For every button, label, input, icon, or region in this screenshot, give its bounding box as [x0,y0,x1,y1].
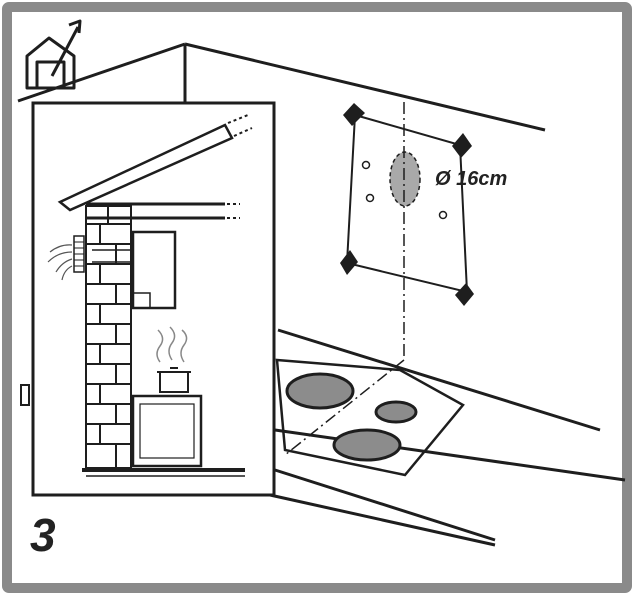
burner-large [285,372,355,410]
cross-section-inset [31,101,276,497]
hob [275,358,465,477]
hob-centre-line [284,359,405,456]
vent-hole-marker [389,151,421,207]
base-cabinet [131,394,203,468]
house-vent-icon [25,19,82,90]
pot [157,367,191,393]
steam [156,326,188,363]
burner-small [374,400,418,424]
worktop-edges [269,328,626,547]
step-number: 3 [30,509,56,561]
burner-medium [332,428,402,462]
wall-cabinet [131,230,177,310]
exhaust-airflow [47,244,73,281]
vent-diameter-label: Ø 16cm [435,168,508,190]
wall-fitting [20,384,30,406]
drilling-template [340,103,474,306]
room-walls [17,42,546,132]
